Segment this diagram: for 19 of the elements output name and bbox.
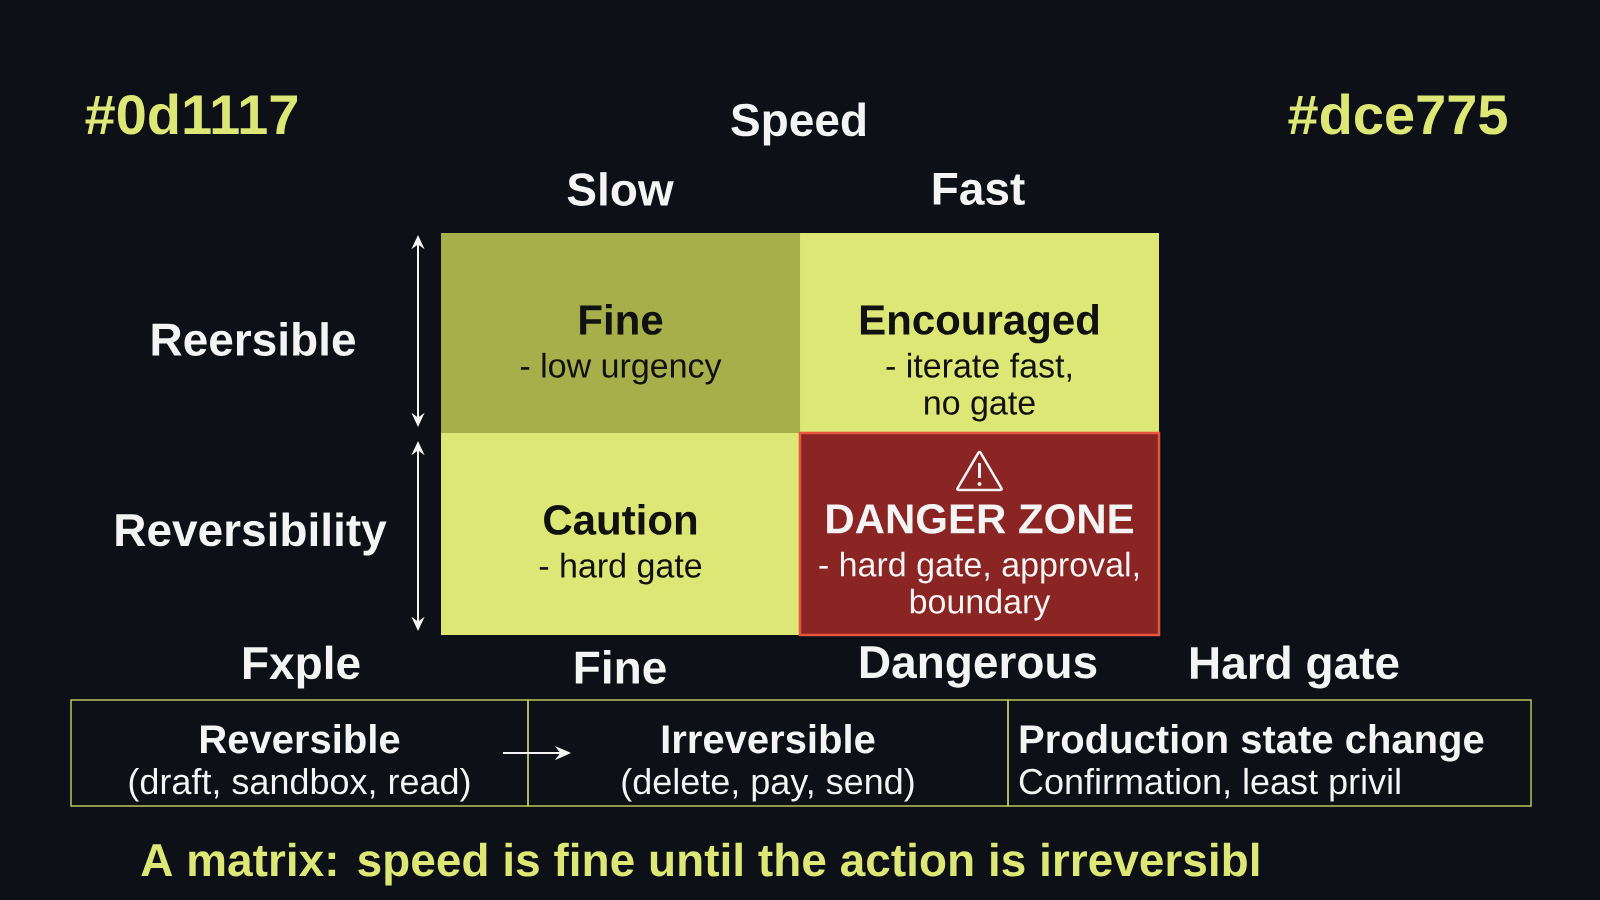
axis-title: Reversibility (116, 512, 387, 556)
table-cell: Irreversible (delete, pay, send) (527, 699, 1009, 807)
column-label: Fast (933, 172, 1025, 206)
table-cell: Reversible (draft, sandbox, read) (70, 699, 529, 807)
column-label: Fine (575, 650, 666, 684)
quadrant-box: DANGER ZONE - hard gate, approval, boundary (798, 431, 1161, 637)
table-cell: Production state change Confirmation, least privil (1007, 699, 1532, 807)
hex-code: #0d1117 (85, 93, 297, 135)
column-label: Slow (567, 172, 674, 206)
axis-title: Speed (731, 102, 865, 146)
caption: A matrix: speed is fine until the action is irreversibl (141, 842, 1259, 886)
quadrant-box: Encouraged - iterate fast, no gate (800, 233, 1159, 433)
column-label: Dangerous (860, 646, 1097, 688)
column-label: Fxple (244, 645, 360, 689)
row-label: Reersible (152, 322, 355, 356)
quadrant-box: Fine - low urgency (441, 233, 800, 433)
quadrant-box: Caution - hard gate (441, 433, 800, 635)
column-label: Hard gate (1191, 645, 1399, 689)
hex-code: #dce775 (1288, 93, 1507, 135)
